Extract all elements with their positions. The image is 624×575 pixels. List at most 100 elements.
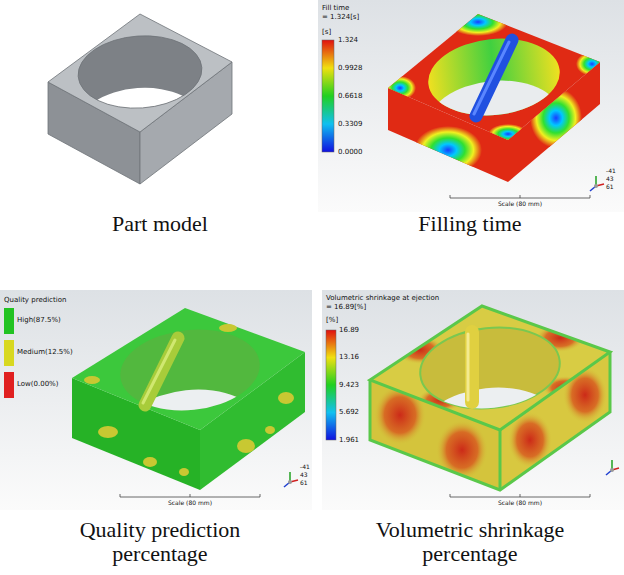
legend-swatch <box>4 372 14 398</box>
scale-bar <box>590 195 591 198</box>
quality-result <box>116 383 264 477</box>
axis-value: -41 <box>300 464 310 471</box>
unit-label: [s] <box>322 28 331 36</box>
scale-value: 0.9928 <box>338 64 363 72</box>
result-value: = 16.89[%] <box>326 303 366 311</box>
scale-value: 0.0000 <box>338 148 363 156</box>
scale-value: 1.961 <box>339 436 359 444</box>
legend-title: Fill time <box>322 4 349 12</box>
scale-bar <box>450 195 590 198</box>
part-model <box>48 14 232 184</box>
shrinkage-result <box>374 385 426 445</box>
scale-bar <box>450 494 590 497</box>
quality-result <box>116 383 264 477</box>
panel-background <box>0 0 624 510</box>
fill-time-result <box>384 76 416 100</box>
unit-label: [%] <box>326 316 338 324</box>
panel-background <box>0 290 312 510</box>
scale-bar <box>590 494 591 497</box>
axis-triad <box>594 184 598 188</box>
legend-swatch <box>4 340 14 366</box>
fill-time-result <box>384 8 608 144</box>
axis-triad <box>610 468 614 472</box>
axis-triad <box>590 176 604 191</box>
scale-value: 0.3309 <box>338 120 363 128</box>
fill-time-result <box>322 8 608 198</box>
axis-value: 61 <box>300 480 308 487</box>
part-model <box>76 84 205 164</box>
scale-bar <box>120 494 260 497</box>
axis-triad <box>284 472 298 487</box>
shrinkage-result <box>499 430 502 490</box>
axis-value: 43 <box>606 176 614 183</box>
scale-value: 0.6618 <box>338 92 363 100</box>
caption: Volumetric shrinkage percentage <box>339 518 601 566</box>
shrinkage-result <box>465 332 479 402</box>
shrinkage-result <box>326 306 619 497</box>
panel-background <box>318 0 624 212</box>
scale-bar-label: Scale (80 mm) <box>475 500 565 507</box>
scale-bar <box>450 195 451 198</box>
legend-text: Low(0.00%) <box>17 380 58 388</box>
fill-time-result <box>414 126 482 174</box>
part-model <box>76 32 205 112</box>
scale-value: 16.89 <box>339 326 359 334</box>
quality-result <box>278 392 294 404</box>
caption: Filling time <box>350 212 590 236</box>
part-model <box>48 14 232 132</box>
scale-bar <box>450 494 451 497</box>
quality-result <box>72 308 305 497</box>
scale-value: 5.692 <box>339 408 359 416</box>
legend-title: Quality prediction <box>4 296 66 304</box>
scale-value: 1.324 <box>338 36 358 44</box>
legend-title: Volumetric shrinkage at ejection <box>326 294 439 302</box>
fill-time-result <box>576 52 608 76</box>
quality-result <box>145 338 178 405</box>
part-model <box>76 84 205 164</box>
shrinkage-result <box>416 381 564 475</box>
shrinkage-result <box>563 367 607 423</box>
result-value: = 1.324[s] <box>322 13 359 21</box>
fill-time-result <box>414 126 482 174</box>
shrinkage-result <box>370 306 610 430</box>
fill-time-result <box>476 40 512 116</box>
scale-bar <box>190 494 191 497</box>
legend-text: Medium(12.5%) <box>17 348 73 356</box>
quality-result <box>143 340 175 403</box>
quality-result <box>265 426 275 434</box>
scale-bar-label: Scale (80 mm) <box>475 201 565 208</box>
axis-triad <box>606 460 619 475</box>
legend-swatch <box>4 308 14 334</box>
shrinkage-result <box>416 381 564 475</box>
scale-bar <box>260 494 261 497</box>
fill-time-result <box>474 42 509 114</box>
quality-result <box>219 324 237 332</box>
axis-value: 61 <box>606 184 614 191</box>
scale-value: 13.16 <box>339 353 359 361</box>
axis-value: 43 <box>300 472 308 479</box>
axis-value: -41 <box>606 168 616 175</box>
caption: Quality prediction percentage <box>40 518 280 566</box>
fill-time-result <box>448 8 508 36</box>
quality-result <box>179 468 189 476</box>
scale-bar <box>520 494 521 497</box>
shrinkage-result <box>326 330 336 440</box>
quality-result <box>143 457 157 467</box>
quality-result <box>237 439 255 453</box>
scale-bar-label: Scale (80 mm) <box>145 500 235 507</box>
scale-bar <box>120 494 121 497</box>
scale-bar <box>520 195 521 198</box>
scale-value: 9.423 <box>339 381 359 389</box>
shrinkage-result <box>370 306 610 490</box>
panel-background <box>322 290 624 510</box>
shrinkage-result <box>467 334 470 400</box>
shrinkage-result <box>436 420 488 480</box>
caption: Part model <box>40 212 280 236</box>
quality-result <box>72 308 305 430</box>
axis-triad <box>288 480 292 484</box>
quality-result <box>84 376 100 384</box>
fill-time-result <box>488 124 528 144</box>
legend-text: High(87.5%) <box>17 316 61 324</box>
